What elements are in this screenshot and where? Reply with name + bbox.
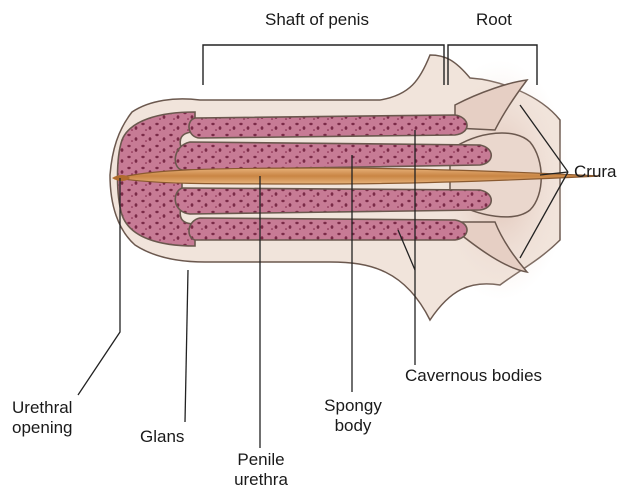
penile-urethra-label-line1: Penile <box>228 450 294 470</box>
glans-label: Glans <box>140 427 184 447</box>
spongy-body-upper <box>175 142 491 170</box>
urethral-opening-label: Urethral opening <box>12 398 73 438</box>
spongy-body-label-line1: Spongy <box>318 396 388 416</box>
glans-leader-line <box>185 270 188 422</box>
urethral-opening-label-line2: opening <box>12 418 73 438</box>
shaft-bracket <box>203 45 444 85</box>
cavernous-bodies-label: Cavernous bodies <box>405 366 542 386</box>
penile-urethra-label: Penile urethra <box>228 450 294 490</box>
upper-cavernous-body <box>189 115 467 138</box>
lower-cavernous-body <box>189 218 467 240</box>
crura-label: Crura <box>574 162 617 182</box>
spongy-body-label: Spongy body <box>318 396 388 436</box>
spongy-body-label-line2: body <box>318 416 388 436</box>
spongy-body-lower <box>175 188 491 214</box>
penile-urethra-label-line2: urethra <box>228 470 294 490</box>
shaft-label: Shaft of penis <box>265 10 369 30</box>
urethral-opening-label-line1: Urethral <box>12 398 73 418</box>
root-label: Root <box>476 10 512 30</box>
